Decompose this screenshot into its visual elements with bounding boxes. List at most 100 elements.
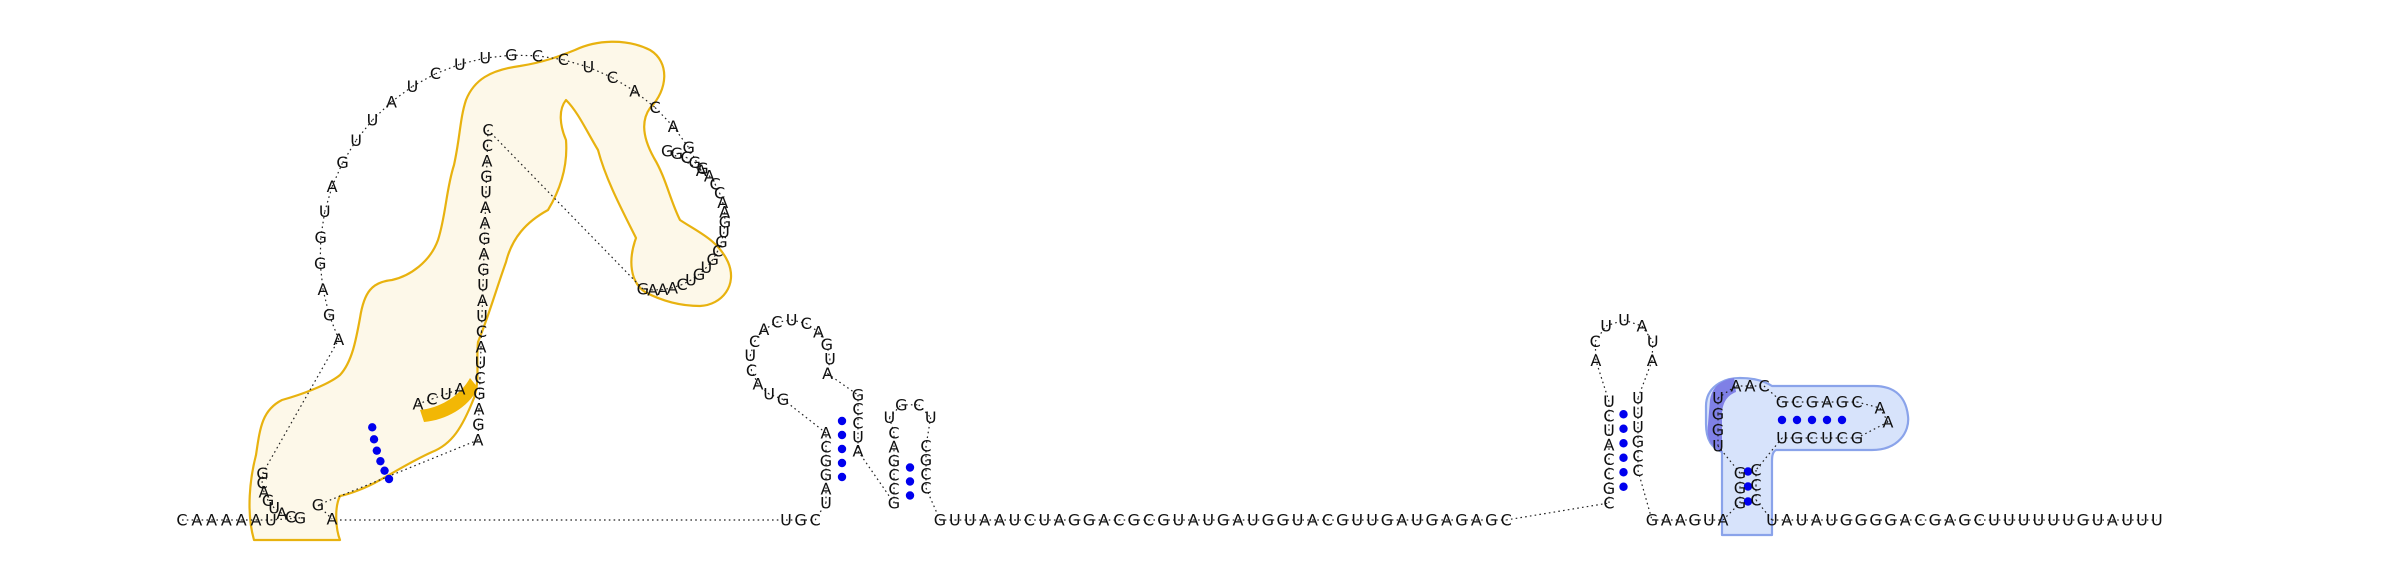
nucleotide-A: A (251, 511, 262, 530)
nucleotide-A: A (1590, 351, 1601, 370)
nucleotide-A: A (236, 511, 247, 530)
backbone-link (1594, 325, 1607, 342)
nucleotide-G: G (478, 229, 490, 248)
backbone-link (888, 404, 902, 418)
nucleotide-G: G (895, 395, 907, 414)
nucleotide-G: G (1276, 511, 1288, 530)
nucleotide-U: U (265, 511, 277, 530)
nucleotide-G: G (1734, 479, 1746, 498)
backbone-links (182, 54, 2157, 521)
nucleotide-A: A (1307, 511, 1318, 530)
backbone-link (261, 482, 265, 493)
nucleotide-U: U (319, 202, 331, 221)
nucleotide-A: A (821, 424, 832, 443)
base-pair-dot (1619, 424, 1628, 433)
base-pair-dot (1822, 415, 1832, 425)
nucleotide-G: G (1840, 511, 1852, 530)
backbone-link (717, 241, 723, 252)
nucleotide-U: U (1351, 511, 1363, 530)
nucleotide-G: G (1425, 511, 1437, 530)
nucleotide-G: G (1455, 511, 1467, 530)
nucleotide-U: U (1618, 311, 1630, 330)
base-pair-dot (837, 416, 847, 426)
nucleotide-G: G (1884, 511, 1896, 530)
backbone-link (273, 507, 283, 514)
nucleotide-U: U (1703, 511, 1715, 530)
nucleotide-A: A (455, 380, 466, 399)
nucleotide-A: A (2107, 511, 2118, 530)
base-pair-dot (1619, 410, 1628, 419)
nucleotide-A: A (1900, 511, 1911, 530)
nucleotide-A: A (758, 320, 769, 339)
nucleotide-C: C (680, 148, 691, 167)
backbone-link (918, 404, 932, 418)
nucleotide-C: C (482, 136, 493, 155)
nucleotide-A: A (1718, 511, 1729, 530)
nucleotide-A: A (259, 483, 270, 502)
nucleotide-A: A (1661, 511, 1672, 530)
nucleotide-A: A (413, 395, 424, 414)
nucleotide-U: U (1712, 389, 1724, 408)
nucleotide-C: C (1836, 429, 1847, 448)
backbone-link (857, 450, 895, 504)
nucleotide-C: C (1750, 491, 1761, 510)
nucleotide-U: U (480, 183, 492, 202)
nucleotide-A: A (477, 291, 488, 310)
nucleotide-U: U (2121, 511, 2133, 530)
nucleotide-G: G (934, 511, 946, 530)
backbone-link (1722, 502, 1741, 521)
nucleotide-G: G (1127, 511, 1139, 530)
nucleotide-C: C (920, 437, 931, 456)
nucleotide-A: A (1188, 511, 1199, 530)
nucleotide-U: U (949, 511, 961, 530)
nucleotide-G: G (473, 384, 485, 403)
nucleotide-U: U (2062, 511, 2074, 530)
nucleotide-C: C (176, 511, 187, 530)
nucleotide-G: G (706, 250, 718, 269)
nucleotide-A: A (1822, 393, 1833, 412)
nucleotide-G: G (1734, 464, 1746, 483)
nucleotide-A: A (647, 280, 658, 299)
nucleotide-G: G (696, 159, 708, 178)
nucleotide-A: A (480, 214, 491, 233)
nucleotide-G: G (256, 464, 268, 483)
nucleotide-C: C (1806, 429, 1817, 448)
nucleotide-A: A (1396, 511, 1407, 530)
nucleotide-A: A (853, 442, 864, 461)
nucleotide-G: G (682, 138, 694, 157)
backbone-link (694, 161, 703, 170)
nucleotide-C: C (852, 400, 863, 419)
nucleotide-G: G (688, 153, 700, 172)
nucleotide-U: U (1603, 392, 1615, 411)
nucleotide-A: A (821, 480, 832, 499)
base-pair-dot (1837, 415, 1847, 425)
nucleotide-G: G (1869, 511, 1881, 530)
nucleotide-A: A (753, 375, 764, 394)
nucleotide-G: G (1485, 511, 1497, 530)
nucleotide-G: G (1712, 421, 1724, 440)
nucleotide-A: A (276, 504, 287, 523)
nucleotide-U: U (744, 346, 756, 365)
backbone-link (685, 156, 695, 163)
nucleotide-A: A (333, 330, 344, 349)
nucleotide-U: U (786, 311, 798, 330)
nucleotide-G: G (336, 153, 348, 172)
nucleotide-A: A (719, 203, 730, 222)
nucleotide-G: G (719, 213, 731, 232)
nucleotide-G: G (693, 265, 705, 284)
nucleotide-G: G (1712, 405, 1724, 424)
nucleotide-C: C (532, 46, 543, 65)
nucleotide-C: C (1143, 511, 1154, 530)
nucleotide-G: G (262, 491, 274, 510)
nucleotide-C: C (810, 511, 821, 530)
nucleotide-G: G (480, 167, 492, 186)
nucleotide-C: C (607, 68, 618, 87)
base-pair-dot (905, 463, 915, 472)
backbone-link (262, 339, 340, 474)
nucleotide-U: U (1038, 511, 1050, 530)
base-pair-dot (369, 435, 379, 444)
backbone-link (712, 250, 719, 260)
nucleotide-A: A (1944, 511, 1955, 530)
